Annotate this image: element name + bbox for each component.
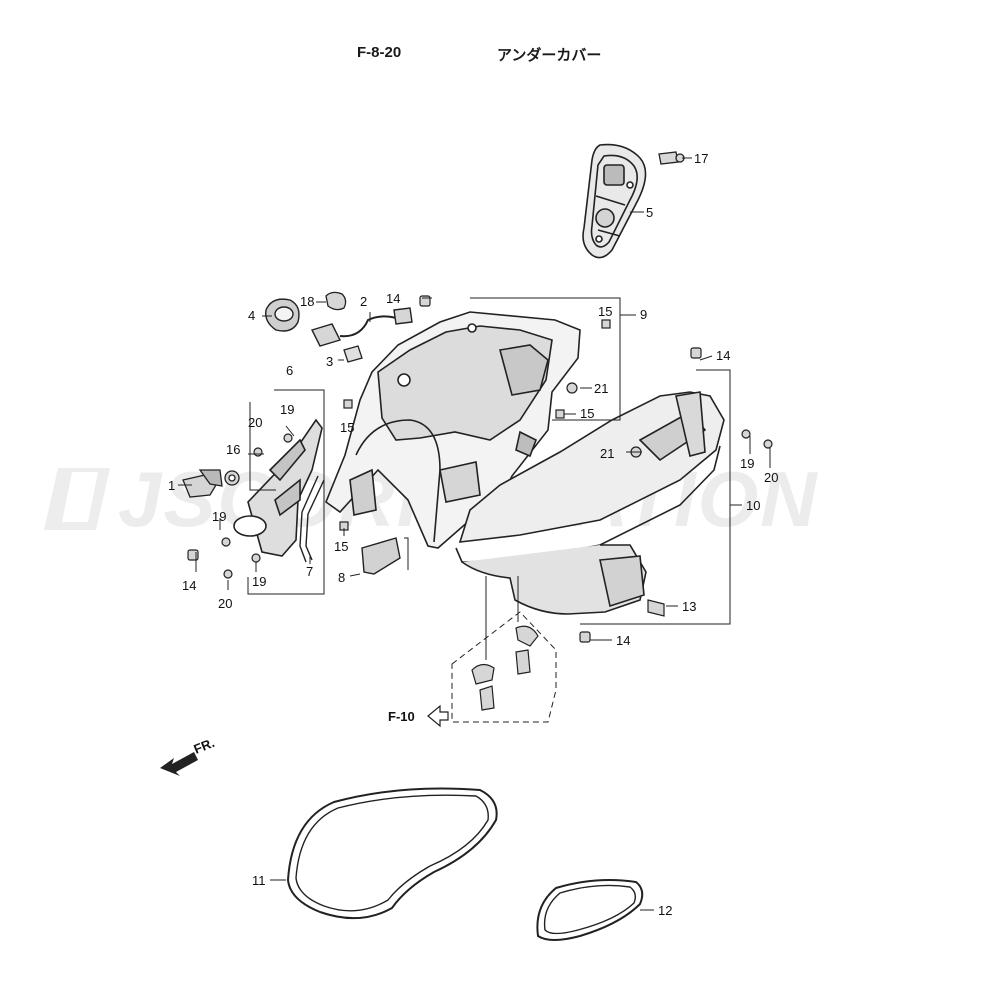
callout-11: 11 bbox=[252, 873, 266, 888]
part-11-seal bbox=[286, 787, 498, 920]
callout-20-a: 20 bbox=[248, 415, 262, 430]
callout-19-d: 19 bbox=[740, 456, 754, 471]
callout-19-c: 19 bbox=[252, 574, 266, 589]
part-3-bracket bbox=[343, 345, 363, 363]
callout-4: 4 bbox=[248, 308, 255, 323]
part-9-under-cover-upper bbox=[325, 311, 581, 549]
washer-19-d bbox=[741, 429, 751, 439]
part-1-clamp bbox=[182, 469, 223, 498]
callout-14-lower: 14 bbox=[616, 633, 630, 648]
leader-lines bbox=[178, 157, 771, 911]
part-17-clip bbox=[658, 151, 685, 165]
callout-1: 1 bbox=[168, 478, 175, 493]
callout-17: 17 bbox=[694, 151, 708, 166]
callout-9: 9 bbox=[640, 307, 647, 322]
reference-arrow-icon bbox=[427, 704, 449, 728]
callout-7: 7 bbox=[306, 564, 313, 579]
callout-15-b: 15 bbox=[580, 406, 594, 421]
washer-19-a bbox=[283, 433, 293, 443]
part-6-side-panel bbox=[233, 418, 323, 557]
callout-12: 12 bbox=[658, 903, 672, 918]
part-8-bracket bbox=[361, 537, 401, 575]
screw-20-c bbox=[763, 439, 773, 449]
washer-19-c bbox=[251, 553, 261, 563]
washer-19-b bbox=[221, 537, 231, 547]
callout-15-a: 15 bbox=[598, 304, 612, 319]
callout-19-a: 19 bbox=[280, 402, 294, 417]
callout-18: 18 bbox=[300, 294, 314, 309]
bolt-14-lower bbox=[579, 631, 591, 643]
callout-6: 6 bbox=[286, 363, 293, 378]
front-direction-indicator: FR. bbox=[160, 735, 217, 776]
callout-5: 5 bbox=[646, 205, 653, 220]
figure-code: F-8-20 bbox=[357, 44, 402, 61]
callout-19-b: 19 bbox=[212, 509, 226, 524]
callout-16: 16 bbox=[226, 442, 240, 457]
callout-10: 10 bbox=[746, 498, 760, 513]
part-5-panel bbox=[582, 143, 647, 259]
clip-15-a bbox=[601, 319, 611, 329]
front-label: FR. bbox=[192, 735, 217, 757]
part-12-seal bbox=[536, 879, 644, 941]
callout-14-right: 14 bbox=[716, 348, 730, 363]
screw-21-a bbox=[566, 382, 578, 394]
callout-labels: 1 2 3 4 5 6 7 8 9 10 11 12 13 14 14 14 1… bbox=[168, 151, 778, 918]
callout-20-b: 20 bbox=[218, 596, 232, 611]
callout-3: 3 bbox=[326, 354, 333, 369]
callout-15-c: 15 bbox=[340, 420, 354, 435]
diagram-header: F-8-20 アンダーカバー bbox=[0, 44, 1000, 68]
reference-label: F-10 bbox=[388, 709, 415, 724]
callout-15-d: 15 bbox=[334, 539, 348, 554]
figure-title: アンダーカバー bbox=[497, 47, 602, 64]
reference-arrow: F-10 bbox=[388, 704, 449, 728]
front-arrow-icon bbox=[160, 752, 198, 776]
callout-13: 13 bbox=[682, 599, 696, 614]
part-7-strip bbox=[299, 475, 325, 563]
callout-21-b: 21 bbox=[600, 446, 614, 461]
part-13-fitting bbox=[647, 599, 665, 617]
part-16-nut bbox=[224, 470, 240, 486]
callout-20-c: 20 bbox=[764, 470, 778, 485]
callout-14-top: 14 bbox=[386, 291, 400, 306]
callout-8: 8 bbox=[338, 570, 345, 585]
callout-14-left: 14 bbox=[182, 578, 196, 593]
clip-15-b bbox=[555, 409, 565, 419]
clip-15-c bbox=[343, 399, 353, 409]
part-2-harness bbox=[311, 307, 413, 347]
reference-group-box bbox=[451, 576, 557, 723]
part-18-clip bbox=[325, 291, 347, 311]
callout-2: 2 bbox=[360, 294, 367, 309]
part-10-under-cover-lower bbox=[455, 391, 725, 615]
callout-21-a: 21 bbox=[594, 381, 608, 396]
part-4-grommet bbox=[265, 298, 300, 332]
screw-20-a bbox=[253, 447, 263, 457]
bolt-14-right bbox=[690, 347, 702, 359]
screw-20-b bbox=[223, 569, 233, 579]
